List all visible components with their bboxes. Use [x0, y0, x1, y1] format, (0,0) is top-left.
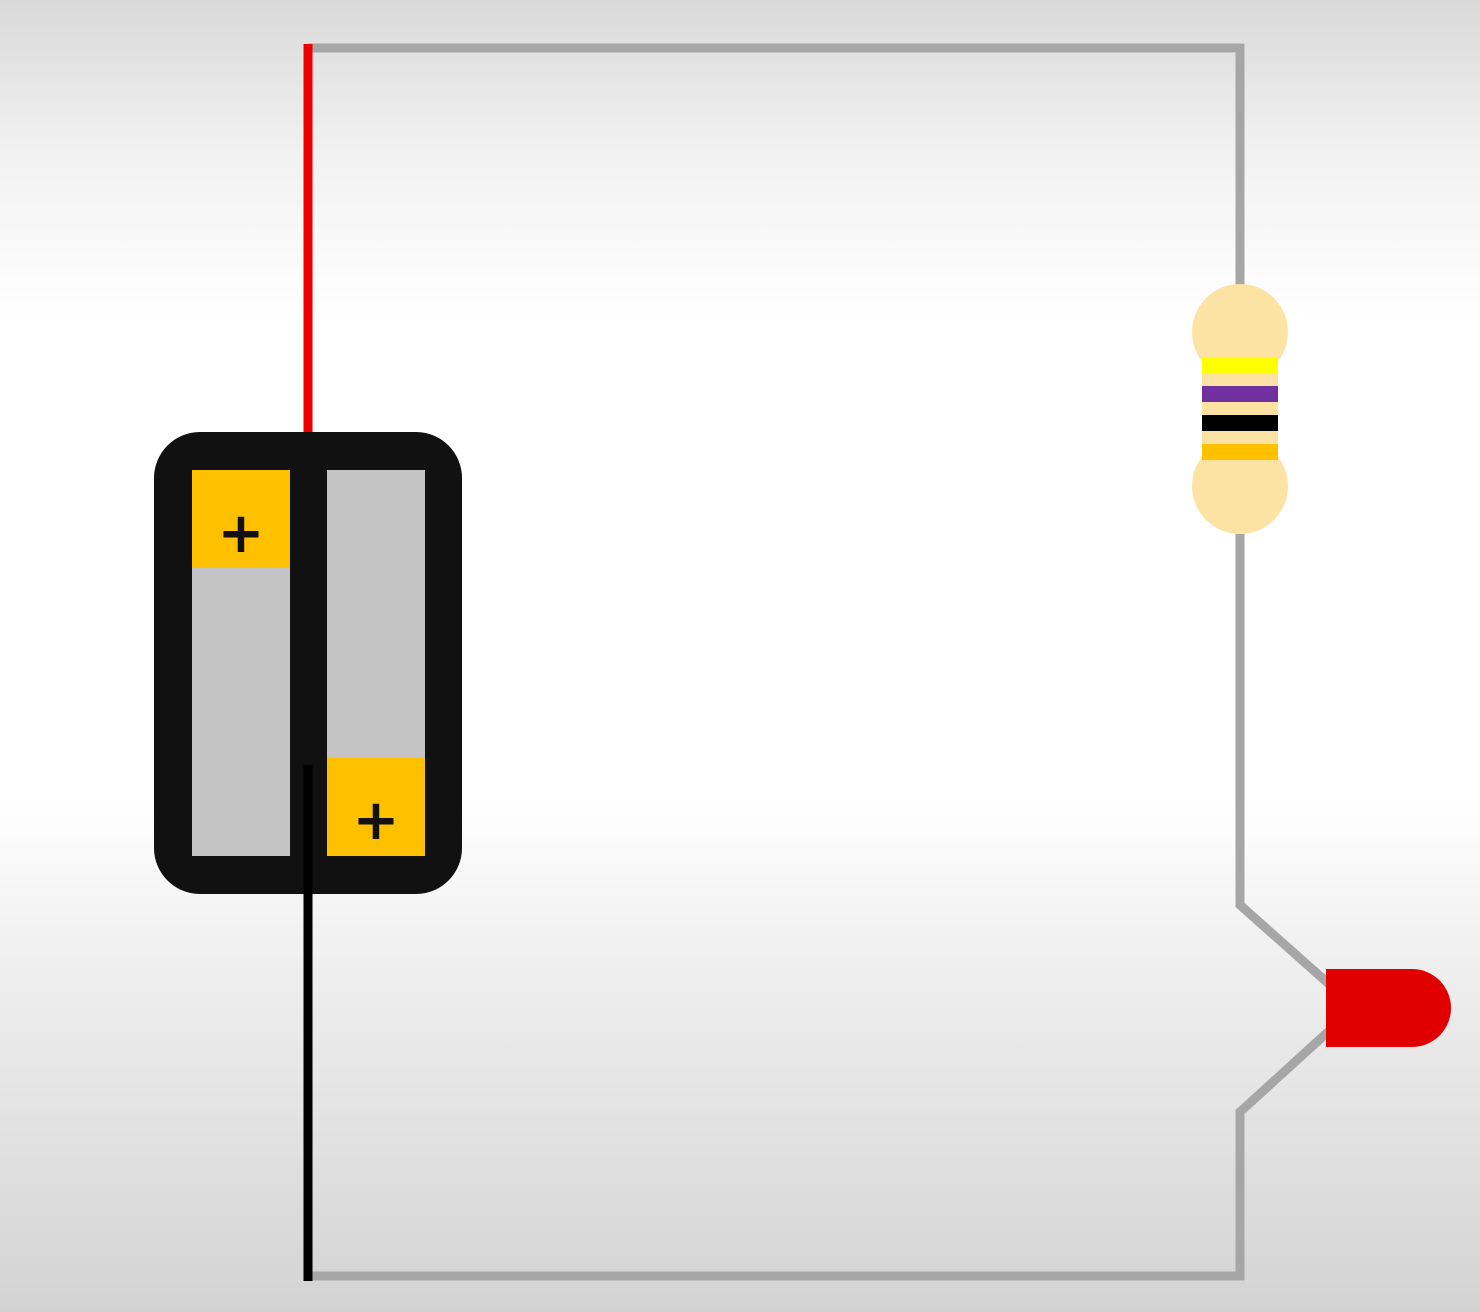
cell-positive-terminal [327, 758, 425, 856]
battery-cell-right: + [327, 470, 425, 856]
resistor-band-yellow [1202, 358, 1278, 374]
resistor [1192, 284, 1288, 534]
circuit-wire-resistor-to-led [1235, 528, 1333, 989]
circuit-wire-led-to-bottom [308, 1026, 1334, 1281]
battery-holder: + + [154, 432, 462, 894]
resistor-band-black [1202, 415, 1278, 431]
battery-cell-left: + [192, 470, 290, 856]
plus-label: + [353, 788, 400, 853]
circuit-wire-top-right [308, 43, 1245, 292]
led [1326, 969, 1451, 1047]
cell-positive-terminal [192, 470, 290, 568]
resistor-band-violet [1202, 386, 1278, 402]
resistor-body [1202, 330, 1278, 488]
plus-label: + [218, 501, 265, 566]
resistor-band-gold [1202, 444, 1278, 460]
